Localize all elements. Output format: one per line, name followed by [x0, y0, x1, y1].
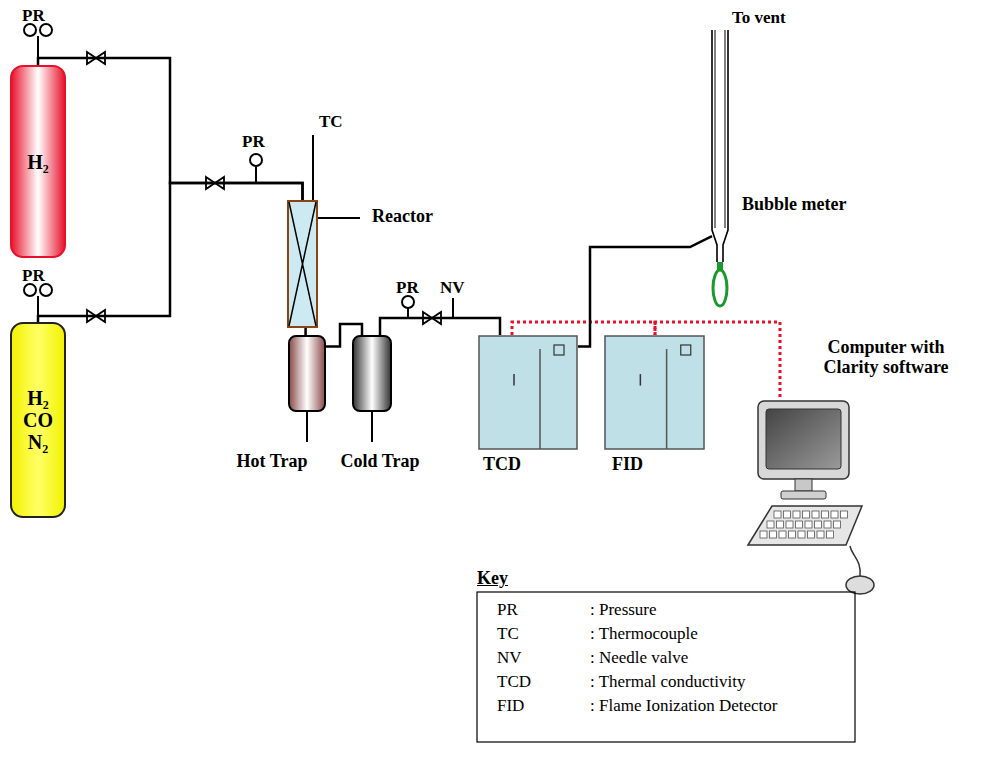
keyboard-key: [841, 511, 848, 518]
key-cell: : Thermal conductivity: [590, 672, 745, 692]
keyboard-key: [827, 531, 834, 538]
gas-line: [38, 58, 303, 200]
key-cell: : Pressure: [590, 600, 657, 620]
key-cell: PR: [497, 600, 518, 620]
keyboard-key: [822, 511, 829, 518]
trap-vessel: Hot Trap: [288, 335, 326, 412]
det-outline: [478, 335, 578, 450]
key-cell: : Thermocouple: [590, 624, 698, 644]
keyboard-key: [786, 521, 793, 528]
bubble-outline: [712, 30, 728, 310]
node-label: H₂ CO N₂: [14, 387, 62, 453]
key-heading: Key: [477, 568, 508, 589]
keyboard-key: [834, 521, 841, 528]
gas-line: [380, 318, 500, 335]
key-cell: TCD: [497, 672, 531, 692]
keyboard-key: [805, 521, 812, 528]
monitor-outline: [757, 400, 850, 500]
computer-monitor: Computer with Clarity software: [757, 400, 850, 500]
key-cell: TC: [497, 624, 519, 644]
detector-box: TCD: [478, 335, 578, 450]
keyboard-key: [777, 521, 784, 528]
reactor-tube: Reactor: [287, 200, 318, 328]
node-label: Cold Trap: [330, 452, 430, 472]
trapHot-outline: [288, 335, 326, 412]
part-label: TC: [319, 112, 343, 132]
det-outline: [604, 335, 705, 450]
gas-line: [578, 236, 712, 346]
keyboard-key: [774, 511, 781, 518]
gas-line: [304, 328, 307, 335]
gas-cylinder: H₂ CO N₂: [10, 322, 66, 518]
part-label: PR: [22, 266, 45, 286]
key-table: [477, 592, 855, 742]
keyboard-key: [770, 531, 777, 538]
keyboard-key: [760, 531, 767, 538]
key-cell: : Flame Ionization Detector: [590, 696, 777, 716]
keyboard-key: [815, 521, 822, 528]
keyboard-symbol: [748, 506, 874, 594]
node-label: Hot Trap: [222, 452, 322, 472]
node-label: Bubble meter: [742, 195, 846, 215]
node-label: FID: [612, 455, 643, 475]
keyboard-key: [812, 511, 819, 518]
keyboard-key: [817, 531, 824, 538]
pressure-gauge: [250, 154, 414, 318]
part-label: PR: [22, 6, 45, 26]
keyboard-key: [784, 511, 791, 518]
keyboard-key: [808, 531, 815, 538]
gas-line: [38, 183, 303, 322]
signal-line: [512, 322, 655, 335]
valve-symbol: [87, 52, 441, 324]
node-label: Reactor: [372, 207, 433, 227]
key-cell: : Needle valve: [590, 648, 688, 668]
keyboard-key: [831, 511, 838, 518]
thermocouple-line: [313, 135, 453, 318]
keyboard-key: [789, 531, 796, 538]
keyboard-key: [767, 521, 774, 528]
keyboard-key: [793, 511, 800, 518]
part-label: To vent: [732, 8, 786, 28]
keyboard-key: [796, 521, 803, 528]
reactor-outline: [287, 200, 318, 328]
key-cell: NV: [497, 648, 522, 668]
gas-cylinder: H₂: [10, 65, 66, 258]
part-label: NV: [440, 278, 465, 298]
keyboard-key: [803, 511, 810, 518]
keyboard-key: [824, 521, 831, 528]
part-label: PR: [396, 278, 419, 298]
detector-box: FID: [604, 335, 705, 450]
node-label: TCD: [483, 455, 521, 475]
node-label: Computer with Clarity software: [806, 338, 966, 378]
bubble-meter: Bubble meter: [712, 30, 728, 310]
trap-drain-line: [307, 412, 372, 442]
trapCold-outline: [352, 335, 392, 412]
key-cell: FID: [497, 696, 524, 716]
part-label: PR: [242, 132, 265, 152]
keyboard-key: [779, 531, 786, 538]
keyboard-key: [798, 531, 805, 538]
node-label: H₂: [27, 151, 49, 173]
trap-vessel: Cold Trap: [352, 335, 392, 412]
